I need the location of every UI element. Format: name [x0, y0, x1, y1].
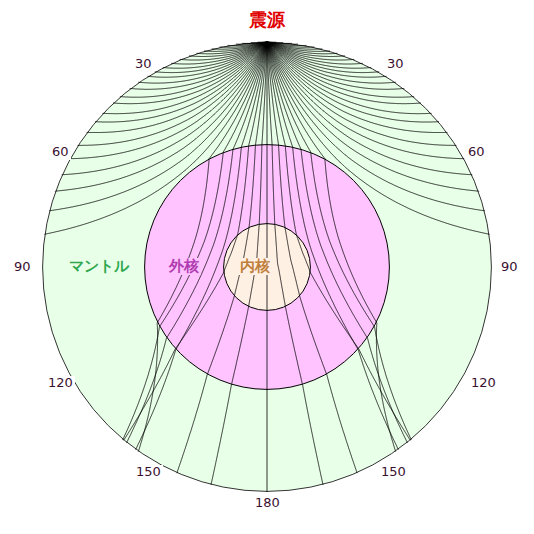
seismic-ray	[267, 42, 363, 64]
seismic-ray	[267, 42, 283, 44]
seismic-ray	[163, 42, 267, 68]
region-circle	[43, 43, 492, 492]
seismic-ray	[102, 42, 267, 114]
angle-label: 60	[50, 145, 71, 160]
angle-label: 30	[385, 57, 406, 72]
seismic-ray	[267, 42, 404, 89]
seismic-ray	[138, 42, 267, 83]
seismic-ray	[267, 42, 439, 122]
seismic-ray	[267, 42, 268, 492]
angle-label: 120	[469, 376, 498, 391]
seismic-ray	[148, 42, 268, 77]
seismic-ray	[211, 42, 267, 485]
seismic-ray	[267, 42, 485, 211]
seismic-ray	[267, 42, 292, 43]
seismic-ray	[267, 42, 276, 43]
seismic-ray	[49, 42, 267, 211]
seismic-ray	[228, 42, 268, 46]
seismic-ray	[113, 42, 267, 104]
seismic-ray	[236, 42, 267, 44]
seismic-ray	[95, 42, 267, 122]
seismic-ray	[267, 42, 323, 485]
angle-label: 60	[466, 145, 487, 160]
seismic-ray	[267, 42, 298, 44]
seismic-ray	[267, 42, 479, 191]
seismic-ray	[267, 42, 448, 133]
seismic-ray	[189, 42, 267, 57]
region-label: 内核	[238, 258, 272, 275]
seismic-ray	[120, 42, 267, 97]
seismic-ray	[267, 42, 414, 97]
seismic-ray	[212, 42, 267, 49]
seismic-ray	[44, 42, 267, 234]
seismic-ray	[267, 42, 345, 57]
seismic-ray	[267, 42, 322, 49]
seismic-ray	[267, 42, 379, 73]
seismic-ray	[267, 42, 464, 159]
seismic-ray	[124, 42, 267, 440]
seismic-ray	[87, 42, 268, 133]
angle-label: 120	[46, 376, 75, 391]
seismic-ray	[267, 42, 456, 146]
seismic-ray	[220, 42, 267, 47]
seismic-ray	[267, 42, 490, 234]
seismic-ray	[267, 42, 472, 175]
seismic-ray	[267, 42, 396, 83]
seismic-ray	[138, 42, 267, 452]
seismic-ray	[258, 42, 267, 43]
angle-label: 90	[499, 260, 520, 275]
seismic-ray	[251, 42, 267, 44]
seismic-ray	[267, 42, 396, 452]
seismic-ray	[171, 42, 267, 64]
seismic-ray	[70, 42, 267, 159]
seismic-ray	[196, 42, 267, 54]
seismic-ray	[180, 42, 267, 60]
seismic-ray	[78, 42, 267, 146]
seismic-ray	[267, 42, 432, 114]
seismic-ray	[62, 42, 267, 175]
source-label: 震源	[247, 10, 287, 31]
seismic-ray	[267, 42, 330, 51]
seismic-ray	[267, 42, 314, 47]
seismic-ray	[267, 42, 421, 104]
region-label: 外核	[167, 258, 201, 275]
seismic-ray	[267, 42, 387, 77]
seismic-ray	[267, 42, 371, 68]
seismic-ray	[242, 42, 267, 43]
region-label: マントル	[67, 258, 131, 275]
angle-label: 30	[133, 57, 154, 72]
seismic-ray	[204, 42, 267, 51]
seismic-ray	[267, 42, 354, 60]
seismic-ray	[55, 42, 267, 191]
angle-label: 150	[379, 465, 408, 480]
angle-label: 150	[134, 465, 163, 480]
angle-label: 180	[253, 496, 282, 511]
seismic-ray	[267, 42, 307, 46]
angle-label: 90	[12, 260, 33, 275]
seismic-ray	[267, 42, 410, 440]
seismic-ray	[155, 42, 267, 73]
seismic-ray	[267, 42, 338, 54]
seismic-ray	[130, 42, 267, 89]
